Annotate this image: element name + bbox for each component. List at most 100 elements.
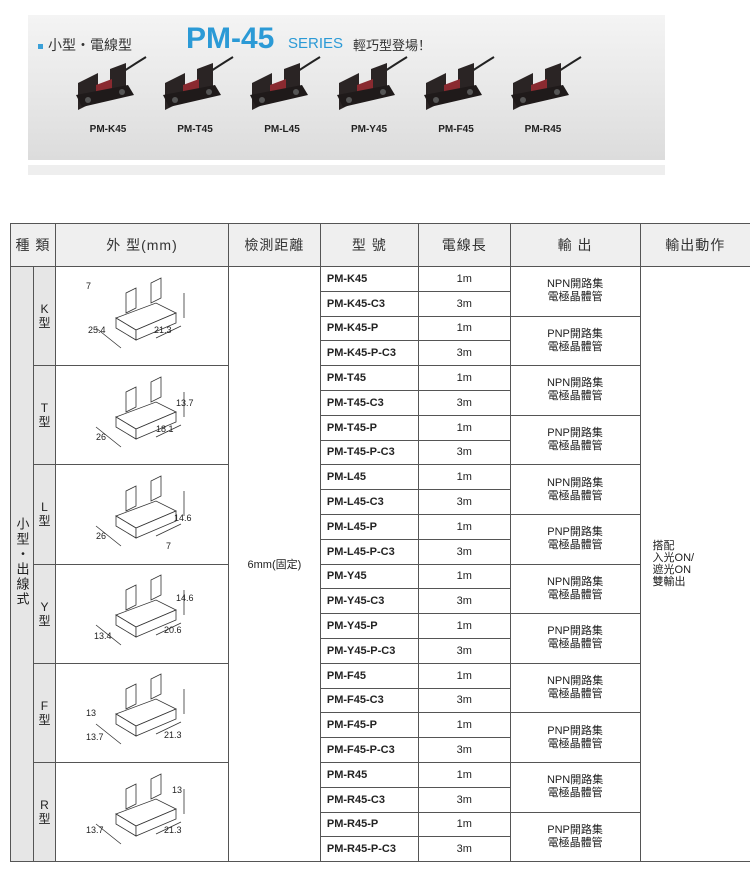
output-cell: PNP開路集 電極晶體管 <box>509 315 641 367</box>
dimension-label: 26 <box>95 531 106 542</box>
model-cell: PM-T45 <box>319 365 419 391</box>
product-label: PM-K45 <box>89 124 127 135</box>
sensor-photo-icon <box>163 56 234 110</box>
output-text: PNP開路集 電極晶體管 <box>547 327 603 353</box>
category-text: 小型・出線式 <box>14 517 30 608</box>
type-label: Y 型 <box>38 599 51 628</box>
output-cell: NPN開路集 電極晶體管 <box>509 464 641 515</box>
output-text: NPN開路集 電極晶體管 <box>546 675 604 701</box>
model-cell: PM-L45 <box>319 464 419 491</box>
model-cell: PM-T45-P-C3 <box>319 439 419 466</box>
model-cell: PM-Y45-P-C3 <box>319 637 419 664</box>
dimension-label: 21.3 <box>163 824 182 835</box>
cable-length-cell: 3m <box>417 538 511 565</box>
cable-length-cell: 3m <box>417 290 511 317</box>
cable-length-cell: 3m <box>417 439 511 466</box>
output-cell: NPN開路集 電極晶體管 <box>509 761 641 813</box>
subtitle-text: 小型・電線型 <box>48 37 132 53</box>
product-label: PM-F45 <box>438 124 474 135</box>
dimension-label: 13 <box>85 707 96 718</box>
model-cell: PM-K45-C3 <box>319 290 419 317</box>
product-pm-l45: PM-L45 <box>242 55 322 135</box>
output-cell: PNP開路集 電極晶體管 <box>509 513 641 565</box>
product-label: PM-T45 <box>177 124 213 135</box>
output-cell: PNP開路集 電極晶體管 <box>509 811 641 863</box>
cable-length-cell: 3m <box>417 786 511 813</box>
dimension-label: 14.6 <box>173 513 192 524</box>
dimension-drawing-icon <box>95 673 185 745</box>
model-cell: PM-K45-P <box>319 315 419 342</box>
sensor-photo-icon <box>76 56 147 110</box>
product-label: PM-Y45 <box>350 124 388 135</box>
output-text: PNP開路集 電極晶體管 <box>547 427 603 453</box>
cable-length-cell: 1m <box>417 513 511 540</box>
cable-length-cell: 3m <box>417 588 511 615</box>
cable-length-cell: 1m <box>417 563 511 590</box>
cable-length-cell: 1m <box>417 712 511 739</box>
cable-length-cell: 1m <box>417 266 511 292</box>
model-cell: PM-F45-P <box>319 712 419 739</box>
dimension-drawing-icon <box>95 772 185 844</box>
dimension-label: 21.3 <box>163 729 182 740</box>
model-cell: PM-K45-P-C3 <box>319 340 419 367</box>
dimension-drawing-icon <box>95 475 185 547</box>
product-pm-k45: PM-K45 <box>68 55 148 135</box>
type-cell: L 型 <box>32 464 56 565</box>
type-cell: K 型 <box>32 265 56 367</box>
cable-length-cell: 3m <box>417 489 511 515</box>
sensor-photo-icon <box>424 56 495 110</box>
product-label: PM-R45 <box>524 124 562 135</box>
model-cell: PM-F45 <box>319 662 419 689</box>
model-cell: PM-L45-C3 <box>319 489 419 515</box>
sensor-photo-icon <box>250 56 321 110</box>
cable-length-cell: 1m <box>417 811 511 838</box>
model-cell: PM-T45-P <box>319 414 419 441</box>
dimension-label: 13 <box>171 784 182 795</box>
product-pm-f45: PM-F45 <box>416 55 496 135</box>
output-cell: PNP開路集 電極晶體管 <box>509 414 641 466</box>
header-distance: 檢測距離 <box>227 223 321 267</box>
model-cell: PM-K45 <box>319 266 419 292</box>
type-label: L 型 <box>38 500 51 529</box>
cable-length-cell: 3m <box>417 637 511 664</box>
cable-length-cell: 3m <box>417 737 511 763</box>
model-cell: PM-Y45-C3 <box>319 588 419 615</box>
dimension-drawing-icon <box>95 376 185 448</box>
category-cell: 小型・出線式 <box>10 265 34 863</box>
cable-length-cell: 1m <box>417 414 511 441</box>
model-cell: PM-T45-C3 <box>319 389 419 416</box>
banner-title: PM-45 <box>186 22 275 55</box>
banner-divider <box>28 165 665 175</box>
header-action: 輸出動作 <box>639 223 750 267</box>
header-type: 種 類 <box>10 223 56 267</box>
spec-table: 種 類 外 型(mm) 檢測距離 型 號 電線長 輸 出 輸出動作 小型・出線式… <box>10 223 750 863</box>
output-text: PNP開路集 電極晶體管 <box>547 526 603 552</box>
type-label: T 型 <box>38 401 51 430</box>
model-cell: PM-R45-C3 <box>319 786 419 813</box>
dimension-label: 26 <box>95 432 106 443</box>
output-cell: PNP開路集 電極晶體管 <box>509 613 641 664</box>
output-cell: PNP開路集 電極晶體管 <box>509 712 641 763</box>
cable-length-cell: 1m <box>417 365 511 391</box>
model-cell: PM-F45-C3 <box>319 687 419 714</box>
output-cell: NPN開路集 電極晶體管 <box>509 563 641 615</box>
header-cable: 電線長 <box>417 223 511 267</box>
model-cell: PM-R45-P-C3 <box>319 836 419 863</box>
model-cell: PM-Y45 <box>319 563 419 590</box>
distance-cell: 6mm(固定) <box>227 265 321 863</box>
cable-length-cell: 1m <box>417 315 511 342</box>
